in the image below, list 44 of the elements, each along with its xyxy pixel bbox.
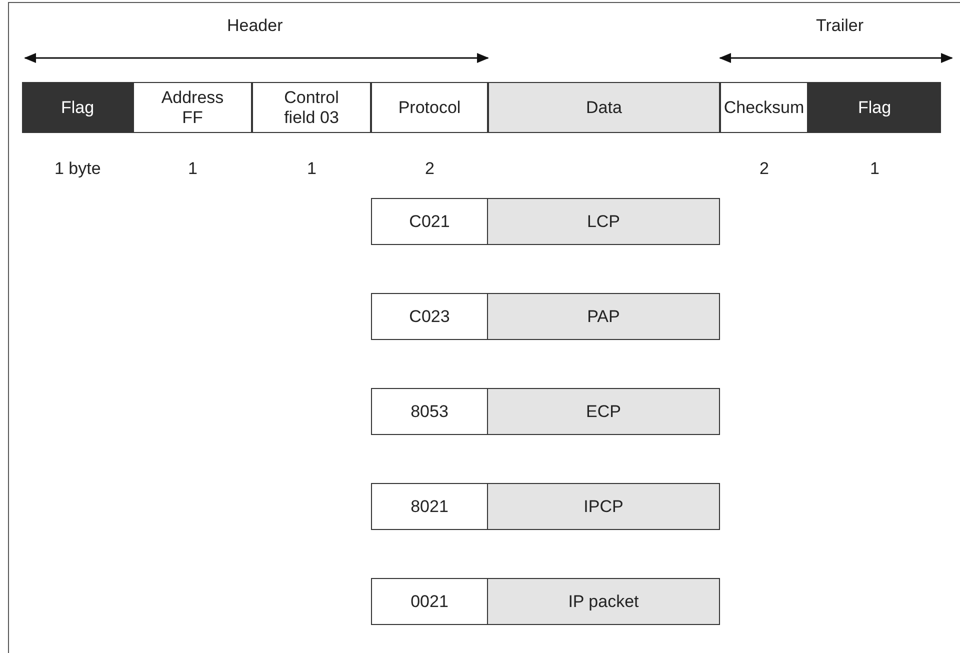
payload-field: [487, 293, 720, 340]
byte-count: 1: [870, 159, 880, 179]
flag-field: [22, 82, 133, 133]
protocol-code-field: [371, 198, 488, 245]
protocol-code-field: [371, 388, 488, 435]
field-name: ECP: [586, 402, 621, 422]
span-label: Header: [227, 16, 283, 36]
frame-field: [133, 82, 252, 133]
byte-count: 1: [188, 159, 198, 179]
payload-field: [487, 578, 720, 625]
field-name: Flag: [858, 98, 892, 118]
field-name: C021: [409, 212, 450, 232]
field-name: Data: [586, 98, 622, 118]
protocol-code-field: [371, 483, 488, 530]
field-name: 8053: [410, 402, 448, 422]
field-name: C023: [409, 306, 450, 326]
span-label: Trailer: [816, 16, 864, 36]
byte-count: 2: [760, 159, 769, 179]
field-name: PAP: [587, 306, 620, 326]
payload-field: [487, 388, 720, 435]
field-name: Control: [284, 88, 339, 108]
field-name: 0021: [410, 592, 448, 612]
field-name: Protocol: [398, 98, 461, 118]
field-name: Checksum: [724, 98, 804, 118]
byte-count: 2: [425, 159, 434, 179]
frame-field: [252, 82, 371, 133]
byte-count: 1 byte: [54, 159, 101, 179]
frame-field: [720, 82, 808, 133]
field-name: 8021: [410, 496, 448, 516]
field-name: LCP: [586, 212, 620, 232]
payload-field: [487, 483, 720, 530]
field-value: FF: [182, 108, 203, 128]
payload-field: [487, 198, 720, 245]
data-field: [488, 82, 720, 133]
field-name: IPCP: [584, 496, 624, 516]
protocol-code-field: [371, 293, 488, 340]
field-value: field 03: [284, 108, 339, 128]
flag-field: [808, 82, 941, 133]
protocol-code-field: [371, 578, 488, 625]
byte-count: 1: [307, 159, 316, 179]
frame-field: [371, 82, 488, 133]
field-name: IP packet: [568, 592, 639, 612]
field-name: Flag: [60, 98, 94, 118]
field-name: Address: [161, 88, 224, 108]
